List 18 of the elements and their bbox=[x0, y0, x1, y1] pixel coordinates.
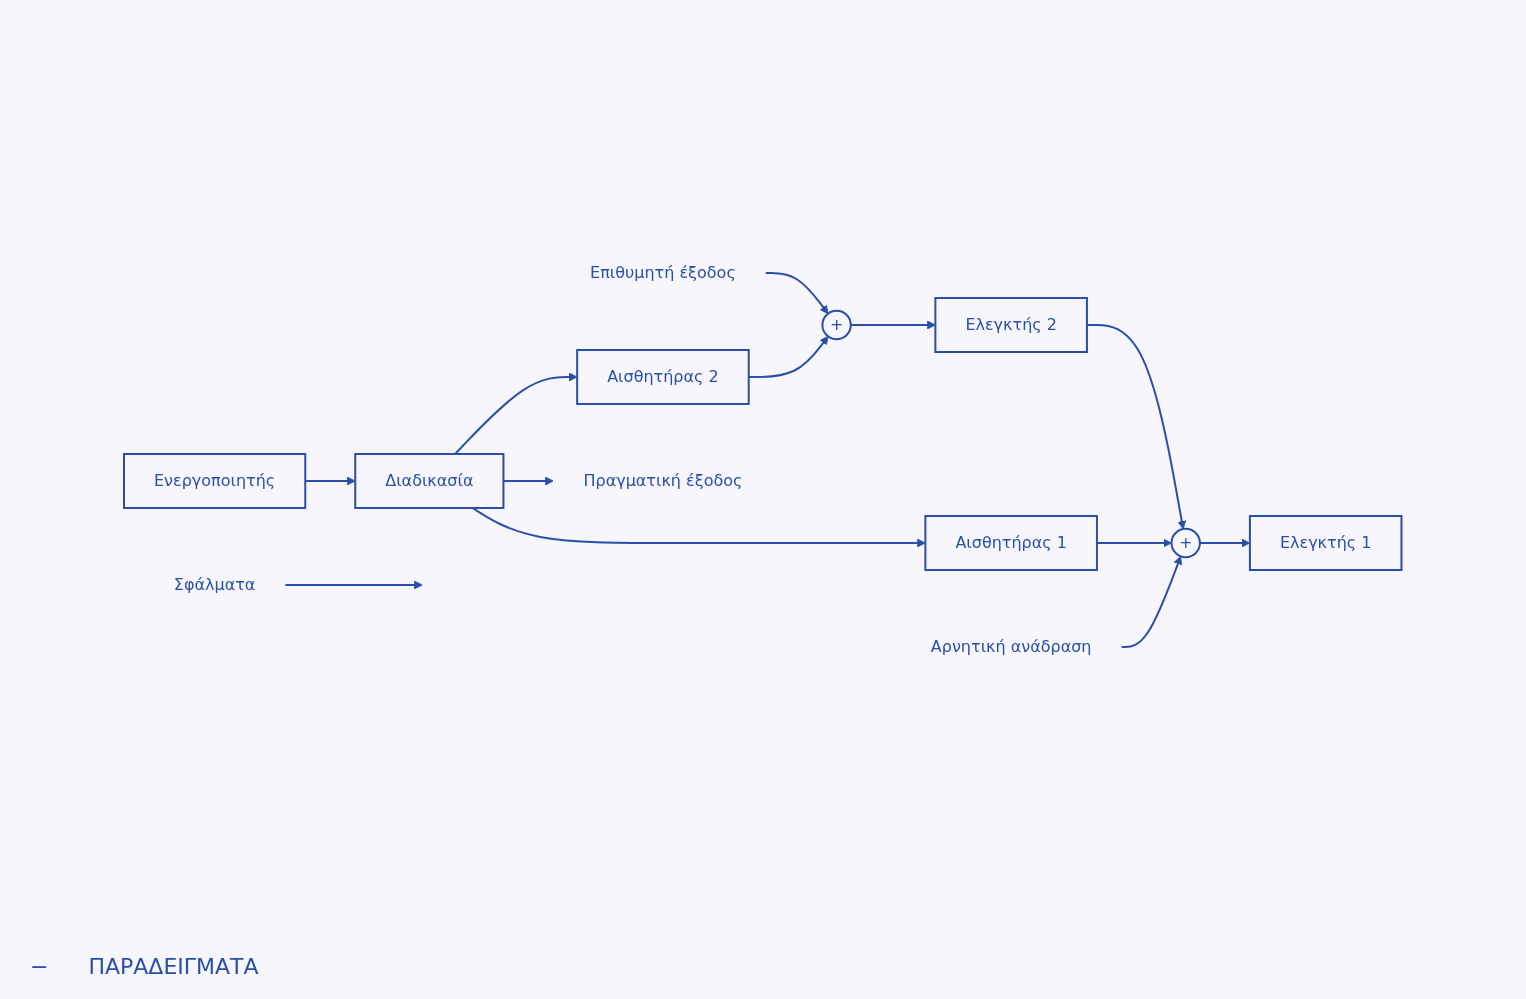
node-text: Επιθυμητή έξοδος bbox=[590, 263, 737, 282]
node-circle: + bbox=[1170, 527, 1202, 559]
node-box: Ενεργοποιητής bbox=[123, 453, 307, 509]
arrow bbox=[284, 580, 423, 590]
node-box: Αισθητήρας 2 bbox=[576, 349, 750, 405]
node-box: Ελεγκτής 2 bbox=[934, 297, 1089, 353]
node-text: Πραγματική έξοδος bbox=[583, 471, 743, 490]
note-text: − bbox=[30, 954, 49, 979]
node-box: Διαδικασία bbox=[354, 453, 505, 509]
arrow bbox=[765, 272, 829, 315]
arrow bbox=[1120, 555, 1183, 648]
node-text: Σφάλματα bbox=[174, 575, 256, 594]
arrow bbox=[454, 372, 578, 455]
node-box: Ελεγκτής 1 bbox=[1249, 515, 1403, 571]
node-box: Αισθητήρας 1 bbox=[924, 515, 1099, 571]
note-text: ΠΑΡΑΔΕΙΓΜΑΤΑ bbox=[88, 954, 259, 979]
node-circle: + bbox=[821, 309, 853, 341]
node-text: Αρνητική ανάδραση bbox=[931, 637, 1092, 656]
